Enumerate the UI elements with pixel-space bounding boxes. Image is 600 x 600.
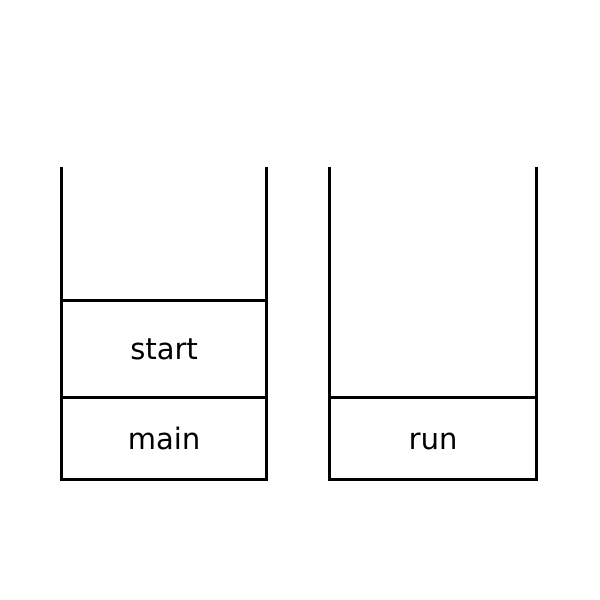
- call-stack-right: run: [328, 167, 538, 481]
- stack-frame-start: start: [63, 299, 265, 396]
- stack-frame-main: main: [63, 396, 265, 478]
- call-stack-left: start main: [60, 167, 268, 481]
- stack-frame-label: run: [408, 421, 458, 456]
- stack-frame-run: run: [331, 396, 535, 478]
- stack-frame-label: main: [127, 421, 201, 456]
- stack-frame-label: start: [130, 332, 198, 366]
